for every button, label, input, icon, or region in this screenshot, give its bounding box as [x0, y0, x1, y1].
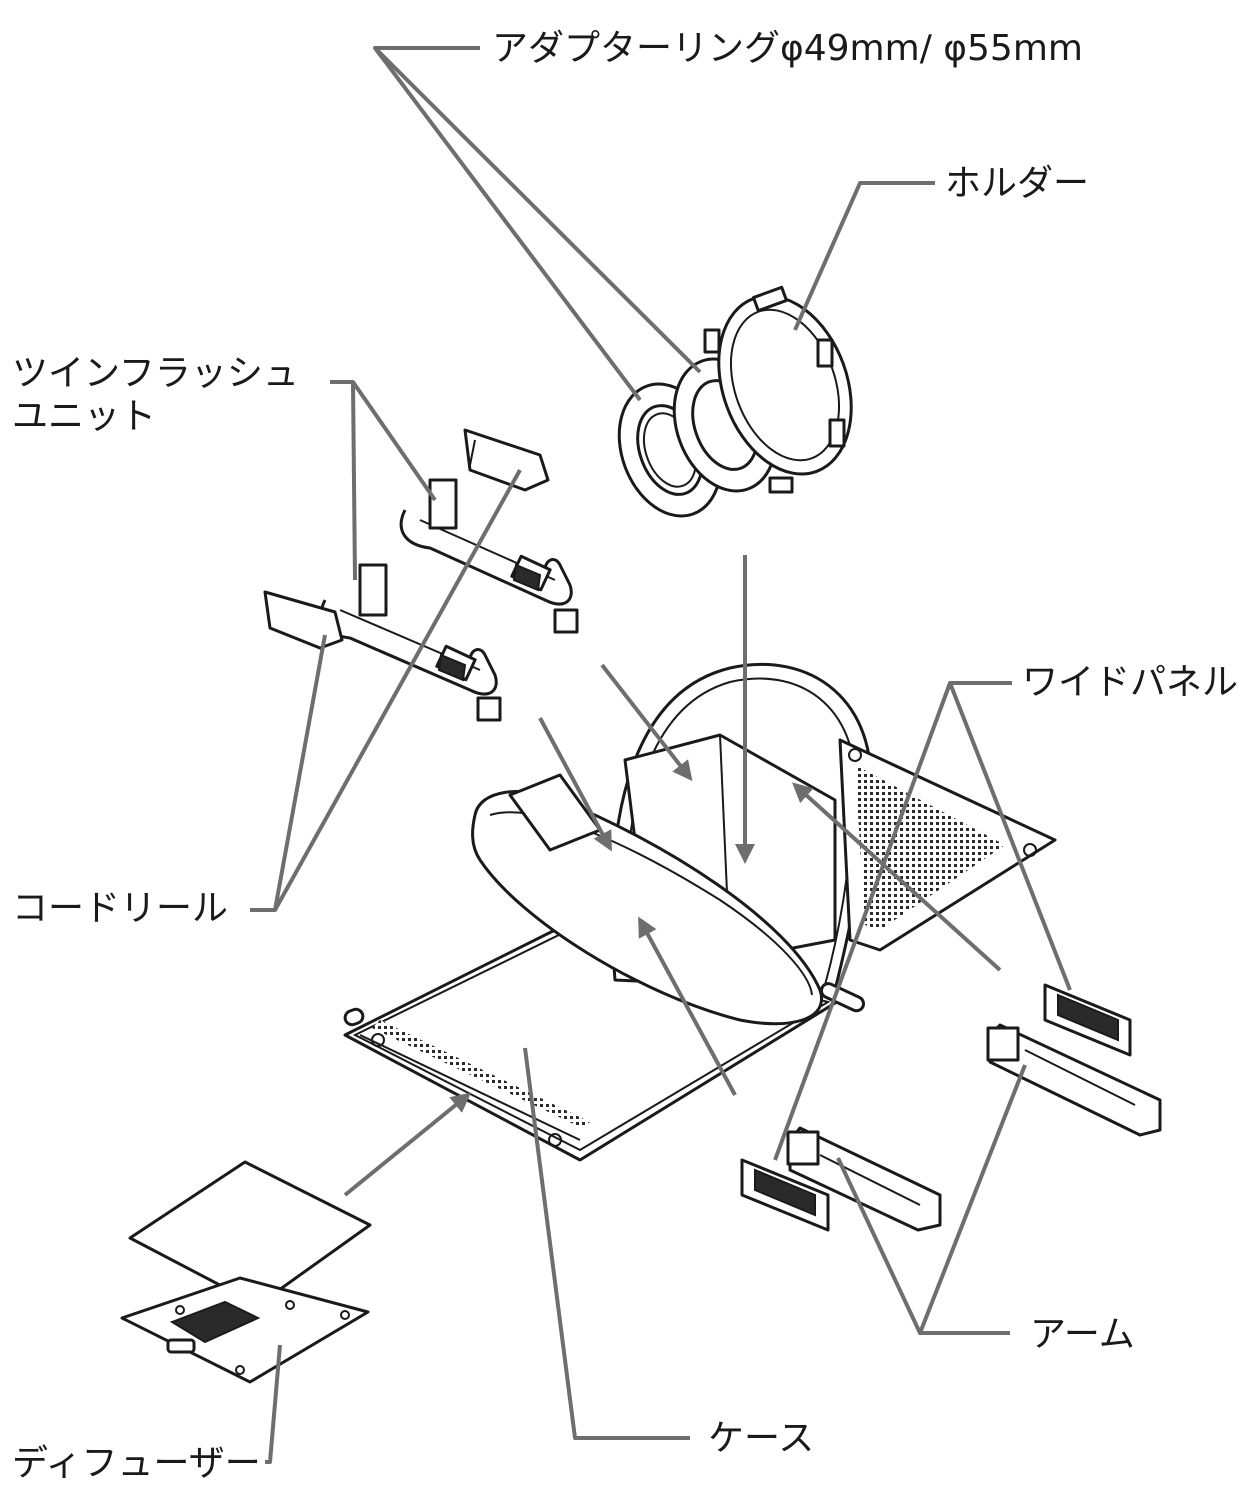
diffuser-illustration — [120, 1160, 372, 1384]
label-wide-panel: ワイドパネル — [1022, 662, 1238, 703]
adapter-ring-illustration — [617, 357, 778, 518]
arm-illustration — [786, 1023, 1162, 1232]
label-adapter-ring: アダプターリングφ49mm/ φ55mm — [492, 28, 1083, 69]
leader-lines — [250, 46, 1072, 1464]
wide-panel-illustration — [740, 983, 1132, 1232]
holder-illustration — [703, 285, 853, 494]
twin-flash-unit-illustration — [263, 428, 579, 722]
label-cord-reel: コードリール — [12, 888, 228, 929]
case-illustration — [343, 662, 1057, 1162]
label-twin-flash-line1: ツインフラッシュ — [12, 353, 299, 394]
label-case: ケース — [708, 1418, 814, 1459]
label-holder: ホルダー — [945, 163, 1089, 204]
label-arm: アーム — [1030, 1314, 1135, 1355]
label-twin-flash-line2: ユニット — [12, 396, 156, 437]
label-diffuser: ディフューザー — [12, 1443, 261, 1484]
